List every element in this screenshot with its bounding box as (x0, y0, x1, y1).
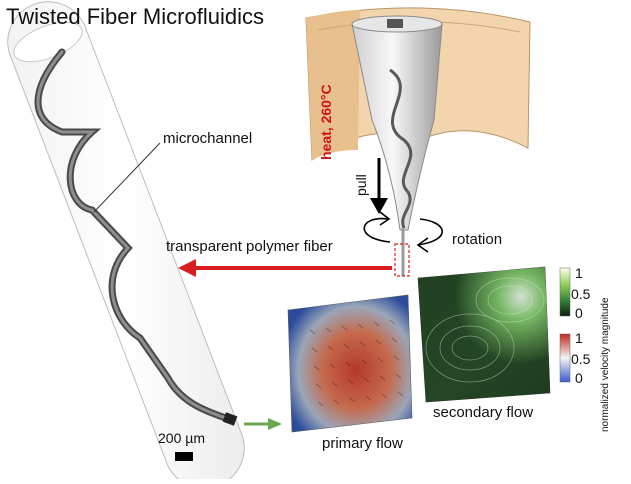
secondary-flow-map (417, 266, 551, 403)
colorbar-green (559, 267, 571, 317)
colorbar-green-tick-05: 0.5 (571, 286, 591, 302)
rotation-arrows (363, 211, 443, 253)
primary-flow-label: primary flow (322, 435, 403, 452)
colorbar-redblue (559, 333, 571, 383)
scale-bar (175, 452, 193, 461)
pull-arrow (370, 158, 388, 214)
red-zoom-arrow (178, 259, 392, 277)
green-arrow (244, 418, 282, 430)
fiber-label: transparent polymer fiber (166, 238, 333, 255)
microchannel-label: microchannel (163, 130, 253, 147)
scale-bar-label: 200 µm (158, 430, 205, 446)
colorbar-redblue-tick-0: 0 (575, 370, 583, 386)
helical-microchannel (34, 48, 238, 426)
selection-box (394, 243, 410, 277)
secondary-flow-label: secondary flow (433, 404, 534, 421)
diagram-title: Twisted Fiber Microfluidics (6, 4, 264, 29)
preform-cone (351, 15, 443, 231)
colorbar-green-tick-0: 0 (575, 305, 583, 321)
colorbar-title: normalized velocity magnitude (600, 297, 611, 432)
colorbar-green-tick-1: 1 (575, 265, 583, 281)
colorbar-redblue-tick-05: 0.5 (571, 351, 591, 367)
microchannel-leader-line (93, 142, 161, 213)
rotation-label: rotation (452, 231, 503, 248)
primary-flow-map (287, 294, 413, 433)
colorbar-redblue-tick-1: 1 (575, 330, 583, 346)
